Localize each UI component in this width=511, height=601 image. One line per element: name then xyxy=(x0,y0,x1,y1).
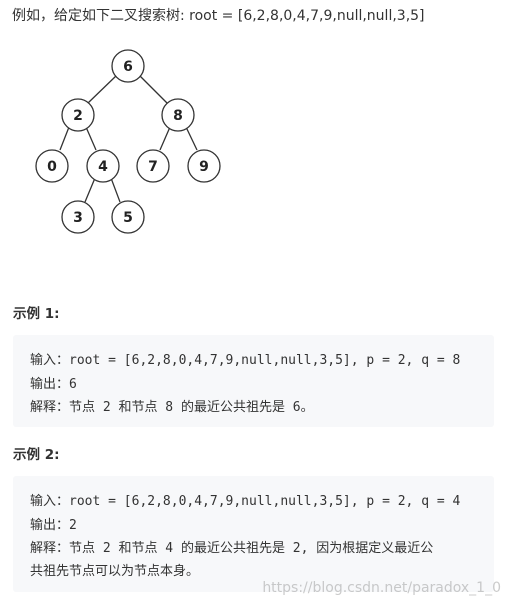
node-label: 8 xyxy=(173,108,183,124)
example-2-heading: 示例 2: xyxy=(13,447,60,463)
tree-node-6: 6 xyxy=(111,49,145,83)
edge-8-7 xyxy=(159,126,171,151)
edge-6-2 xyxy=(87,74,118,104)
tree-node-2: 2 xyxy=(61,98,95,132)
tree-node-0: 0 xyxy=(35,149,69,183)
tree-node-5: 5 xyxy=(111,200,145,234)
node-label: 7 xyxy=(148,159,158,175)
tree-node-9: 9 xyxy=(187,149,221,183)
edge-4-3 xyxy=(84,177,96,203)
example-1-output-line: 输出：6 xyxy=(30,377,77,392)
example-1-heading: 示例 1: xyxy=(13,306,60,322)
example-2-explanation-line-2: 共祖先节点可以为节点本身。 xyxy=(30,564,200,579)
example-2-input-line: 输入：root = [6,2,8,0,4,7,9,null,null,3,5],… xyxy=(30,494,461,509)
example-2-explanation-line: 解释：节点 2 和节点 4 的最近公共祖先是 2, 因为根据定义最近公 xyxy=(30,541,434,556)
watermark: https://blog.csdn.net/paradox_1_0 xyxy=(262,580,501,596)
tree-node-7: 7 xyxy=(136,149,170,183)
example-1-explanation-line: 解释：节点 2 和节点 8 的最近公共祖先是 6。 xyxy=(30,400,314,415)
edge-8-9 xyxy=(185,126,198,151)
node-label: 9 xyxy=(199,159,209,175)
edge-4-5 xyxy=(110,177,121,203)
node-label: 3 xyxy=(73,210,83,226)
node-label: 0 xyxy=(47,159,57,175)
tree-node-3: 3 xyxy=(61,200,95,234)
edge-2-0 xyxy=(59,126,70,151)
intro-text: 例如，给定如下二叉搜索树: root = [6,2,8,0,4,7,9,null… xyxy=(12,8,425,24)
example-1-input-line: 输入：root = [6,2,8,0,4,7,9,null,null,3,5],… xyxy=(30,353,461,368)
tree-node-8: 8 xyxy=(161,98,195,132)
node-label: 2 xyxy=(73,108,83,124)
node-label: 4 xyxy=(98,159,108,175)
node-label: 6 xyxy=(123,59,133,75)
tree-node-4: 4 xyxy=(86,149,120,183)
example-1-code-block: 输入：root = [6,2,8,0,4,7,9,null,null,3,5],… xyxy=(13,335,494,427)
edge-6-8 xyxy=(138,74,168,104)
edge-2-4 xyxy=(85,126,97,151)
example-2-output-line: 输出：2 xyxy=(30,518,77,533)
node-label: 5 xyxy=(123,210,133,226)
example-2-code-block: 输入：root = [6,2,8,0,4,7,9,null,null,3,5],… xyxy=(13,476,494,592)
binary-search-tree-diagram: 6 2 8 0 4 7 9 3 5 xyxy=(35,49,221,234)
